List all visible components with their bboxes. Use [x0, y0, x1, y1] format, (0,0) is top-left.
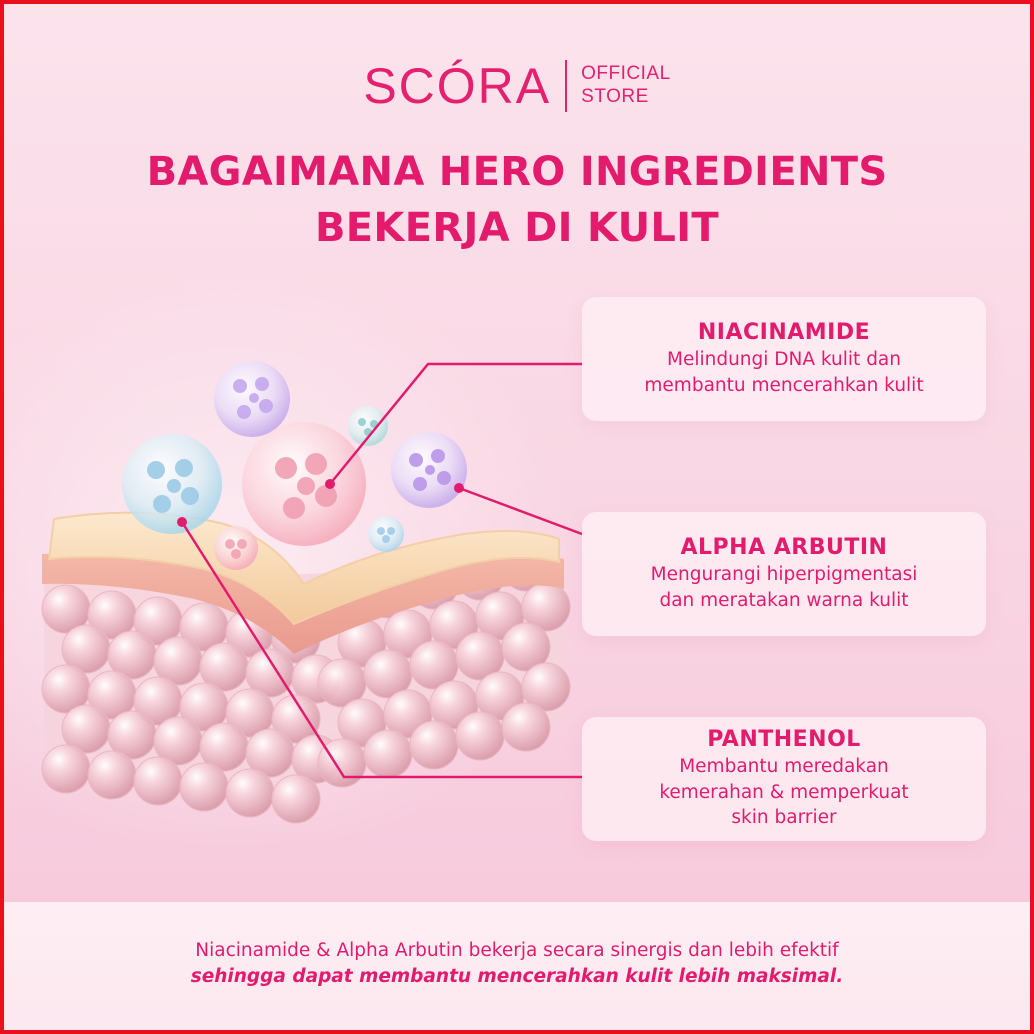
brand-name: SCÓRA: [363, 58, 552, 114]
skin-cell: [225, 768, 275, 818]
title-line-2: BEKERJA DI KULIT: [315, 205, 719, 251]
ingredient-card-alpha-arbutin: ALPHA ARBUTIN Mengurangi hiperpigmentasi…: [582, 512, 986, 636]
ingredient-card-panthenol: PANTHENOL Membantu meredakan kemerahan &…: [582, 717, 986, 841]
footer-line-1: Niacinamide & Alpha Arbutin bekerja seca…: [195, 940, 839, 961]
skin-cell: [501, 702, 551, 752]
page-title: BAGAIMANA HERO INGREDIENTS BEKERJA DI KU…: [4, 144, 1030, 256]
skin-cell: [409, 720, 459, 770]
skin-layers-illustration: [41, 361, 571, 824]
ingredient-name: PANTHENOL: [707, 727, 861, 753]
small-blue-bubble-icon: [368, 516, 404, 552]
skin-cell: [363, 729, 413, 779]
ingredient-desc-line: membantu mencerahkan kulit: [644, 374, 924, 396]
store-line-1: OFFICIAL: [581, 63, 671, 85]
blue-molecule-bubble-icon: [122, 434, 222, 534]
ingredient-desc-line: skin barrier: [731, 807, 837, 829]
skin-cell: [133, 756, 183, 806]
footer-banner: Niacinamide & Alpha Arbutin bekerja seca…: [4, 902, 1030, 1030]
purple-molecule-bubble-icon: [214, 361, 290, 437]
ingredient-card-niacinamide: NIACINAMIDE Melindungi DNA kulit dan mem…: [582, 297, 986, 421]
brand-logo: SCÓRA OFFICIAL STORE: [4, 60, 1030, 112]
ingredient-desc-line: Membantu meredakan: [679, 756, 889, 778]
skin-cell: [41, 744, 91, 794]
official-store-label: OFFICIAL STORE: [581, 63, 671, 109]
small-pink-bubble-icon: [214, 526, 258, 570]
pink-molecule-bubble-icon: [242, 422, 366, 546]
ingredient-name: NIACINAMIDE: [697, 319, 871, 345]
footer-line-2: sehingga dapat membantu mencerahkan kuli…: [190, 966, 844, 987]
ingredient-desc-line: Melindungi DNA kulit dan: [666, 348, 901, 370]
logo-divider: [565, 60, 568, 112]
ingredient-desc-line: Mengurangi hiperpigmentasi: [650, 563, 918, 585]
small-teal-bubble-icon: [348, 406, 388, 446]
purple-molecule-bubble-icon-2: [391, 432, 467, 508]
skin-cell: [455, 711, 505, 761]
ingredient-desc-line: dan meratakan warna kulit: [659, 589, 909, 611]
skin-cell: [179, 762, 229, 812]
store-line-2: STORE: [581, 86, 649, 107]
ingredient-name: ALPHA ARBUTIN: [680, 534, 888, 560]
ingredient-desc-line: kemerahan & memperkuat: [659, 781, 909, 803]
skin-cell: [87, 750, 137, 800]
skin-cell: [317, 738, 367, 788]
title-line-1: BAGAIMANA HERO INGREDIENTS: [146, 149, 888, 195]
skin-cell: [271, 774, 321, 824]
